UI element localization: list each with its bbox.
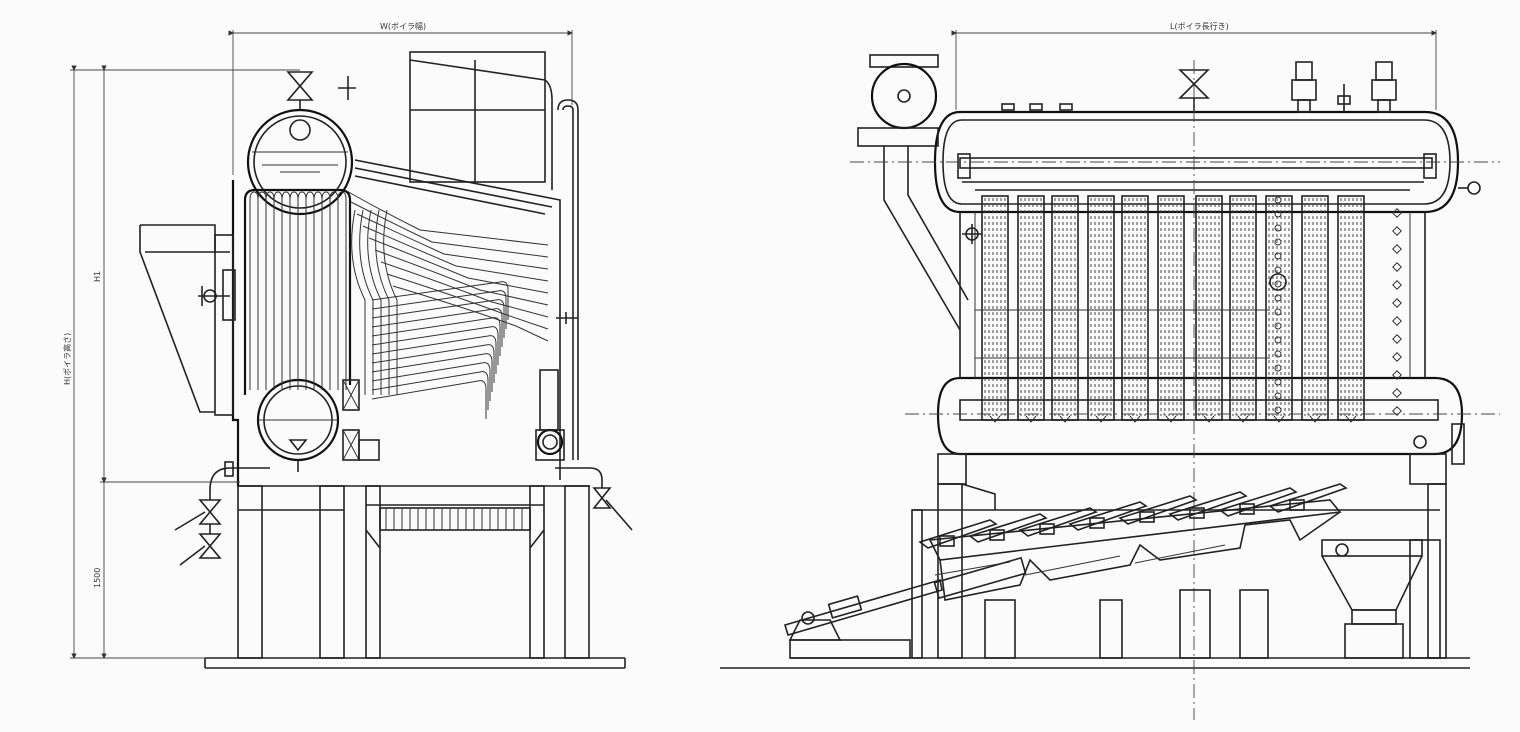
ash-hopper-side: [1321, 539, 1423, 659]
h1-dimension-label: H1: [93, 271, 102, 282]
tube-panels-side: [975, 189, 1410, 423]
length-dimension-label: L(ボイラ長行き): [1170, 21, 1229, 31]
downcomer-front: [535, 99, 579, 461]
coal-hopper-front: [139, 224, 236, 416]
damper-boxes: [342, 379, 380, 461]
width-dimension-label: W(ボイラ幅): [380, 21, 426, 31]
support-frame-front: [237, 485, 590, 659]
blowdown-valve-right: [555, 467, 633, 531]
dimension-lines-front: [70, 30, 573, 659]
casing-side: [959, 212, 1426, 378]
side-view: L(ボイラ長行き): [720, 21, 1500, 720]
front-view: W(ボイラ幅) H(ボイラ高さ) H1 1500: [62, 21, 633, 669]
water-wall-tubes: [243, 188, 352, 395]
stoker-grate: [918, 483, 1348, 601]
blowdown-valves-left: [174, 461, 270, 566]
steam-drum: [246, 71, 356, 216]
convection-tube-bank: [344, 189, 549, 419]
stoker-drive: [784, 556, 1027, 659]
support-frame-side: [911, 453, 1447, 659]
lower-drum-side: [936, 376, 1465, 465]
height-dimension-label: H(ボイラ高さ): [62, 333, 72, 385]
mud-drum: [256, 378, 340, 472]
base-height-dimension-label: 1500: [93, 568, 102, 588]
steam-outlet-side: [857, 54, 969, 331]
